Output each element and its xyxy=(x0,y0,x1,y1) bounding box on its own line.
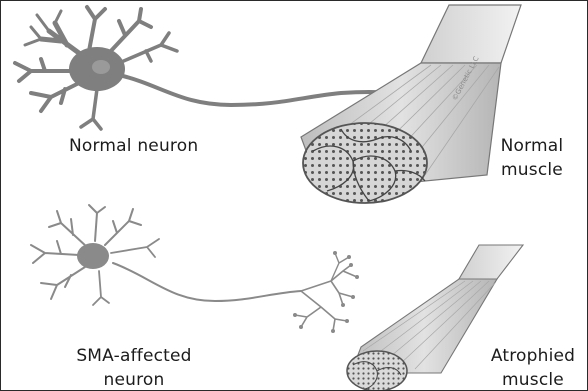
sma-neuron-label-line1: SMA-affected xyxy=(69,344,199,368)
normal-muscle-label-line1: Normal xyxy=(487,134,577,158)
sma-neuron-label: SMA-affected neuron xyxy=(69,344,199,391)
atrophied-muscle-label-line1: Atrophied xyxy=(481,344,585,368)
sma-neuron-label-line2: neuron xyxy=(69,368,199,391)
normal-neuron-label: Normal neuron xyxy=(69,134,198,158)
atrophied-muscle-label: Atrophied muscle xyxy=(481,344,585,391)
normal-muscle-label-line2: muscle xyxy=(487,158,577,182)
sma-neuron-soma xyxy=(77,243,109,269)
atrophied-muscle-label-line2: muscle xyxy=(481,368,585,391)
normal-muscle-label: Normal muscle xyxy=(487,134,577,182)
sma-neuron xyxy=(31,205,357,331)
